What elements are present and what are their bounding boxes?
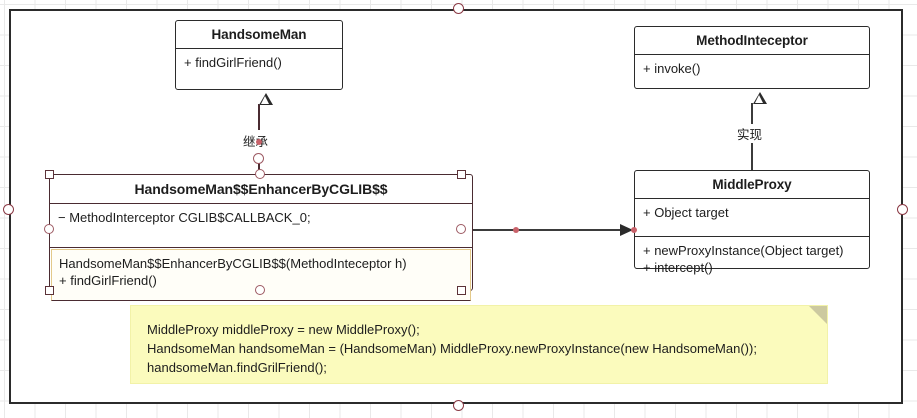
inheritance-label-dot[interactable] (256, 139, 262, 145)
class-title-middle-proxy: MiddleProxy (635, 171, 869, 199)
association-arrowhead (620, 224, 633, 236)
selection-handle-e[interactable] (456, 224, 466, 234)
selection-handle-nw[interactable] (45, 170, 54, 179)
class-attributes-middle-proxy: + Object target (635, 199, 869, 237)
class-title-handsome-man: HandsomeMan (176, 21, 342, 49)
note-fold-corner (809, 306, 827, 324)
inheritance-endpoint-handle[interactable] (253, 153, 264, 164)
inheritance-label: 继承 (241, 131, 271, 150)
selection-handle-se[interactable] (457, 286, 466, 295)
selection-handle-n[interactable] (255, 169, 265, 179)
class-box-method-inteceptor[interactable]: MethodInteceptor + invoke() (634, 26, 870, 89)
selection-handle-s[interactable] (255, 285, 265, 295)
selection-handle-w[interactable] (44, 224, 54, 234)
realization-label: 实现 (735, 124, 765, 143)
class-title-cglib-enhancer: HandsomeMan$$EnhancerByCGLIB$$ (50, 175, 472, 204)
selection-handle-sw[interactable] (45, 286, 54, 295)
class-operations-middle-proxy: + newProxyInstance(Object target) + inte… (643, 243, 844, 275)
class-box-handsome-man[interactable]: HandsomeMan + findGirlFriend() (175, 20, 343, 90)
realization-line-lower (751, 143, 753, 170)
page-handle-bottom[interactable] (453, 400, 464, 411)
class-box-middle-proxy[interactable]: MiddleProxy + Object target + newProxyIn… (634, 170, 870, 275)
code-note[interactable]: MiddleProxy middleProxy = new MiddleProx… (130, 305, 828, 384)
class-attributes-cglib-enhancer: − MethodInterceptor CGLIB$CALLBACK_0; (50, 204, 472, 248)
page-handle-left[interactable] (3, 204, 14, 215)
note-text: MiddleProxy middleProxy = new MiddleProx… (147, 322, 757, 375)
association-midpoint-dot[interactable] (513, 227, 519, 233)
page-handle-top[interactable] (453, 3, 464, 14)
selection-handle-ne[interactable] (457, 170, 466, 179)
class-box-cglib-enhancer[interactable]: HandsomeMan$$EnhancerByCGLIB$$ − MethodI… (49, 174, 473, 301)
realization-arrowhead (753, 92, 767, 104)
inheritance-arrowhead (259, 93, 273, 105)
class-title-method-inteceptor: MethodInteceptor (635, 27, 869, 55)
inheritance-line-upper (258, 104, 260, 130)
class-operations-handsome-man: + findGirlFriend() (184, 55, 282, 70)
realization-line-upper (751, 103, 753, 125)
page-handle-right[interactable] (897, 204, 908, 215)
class-operations-method-inteceptor: + invoke() (643, 61, 701, 76)
association-target-dot[interactable] (631, 227, 637, 233)
association-line (468, 229, 623, 231)
